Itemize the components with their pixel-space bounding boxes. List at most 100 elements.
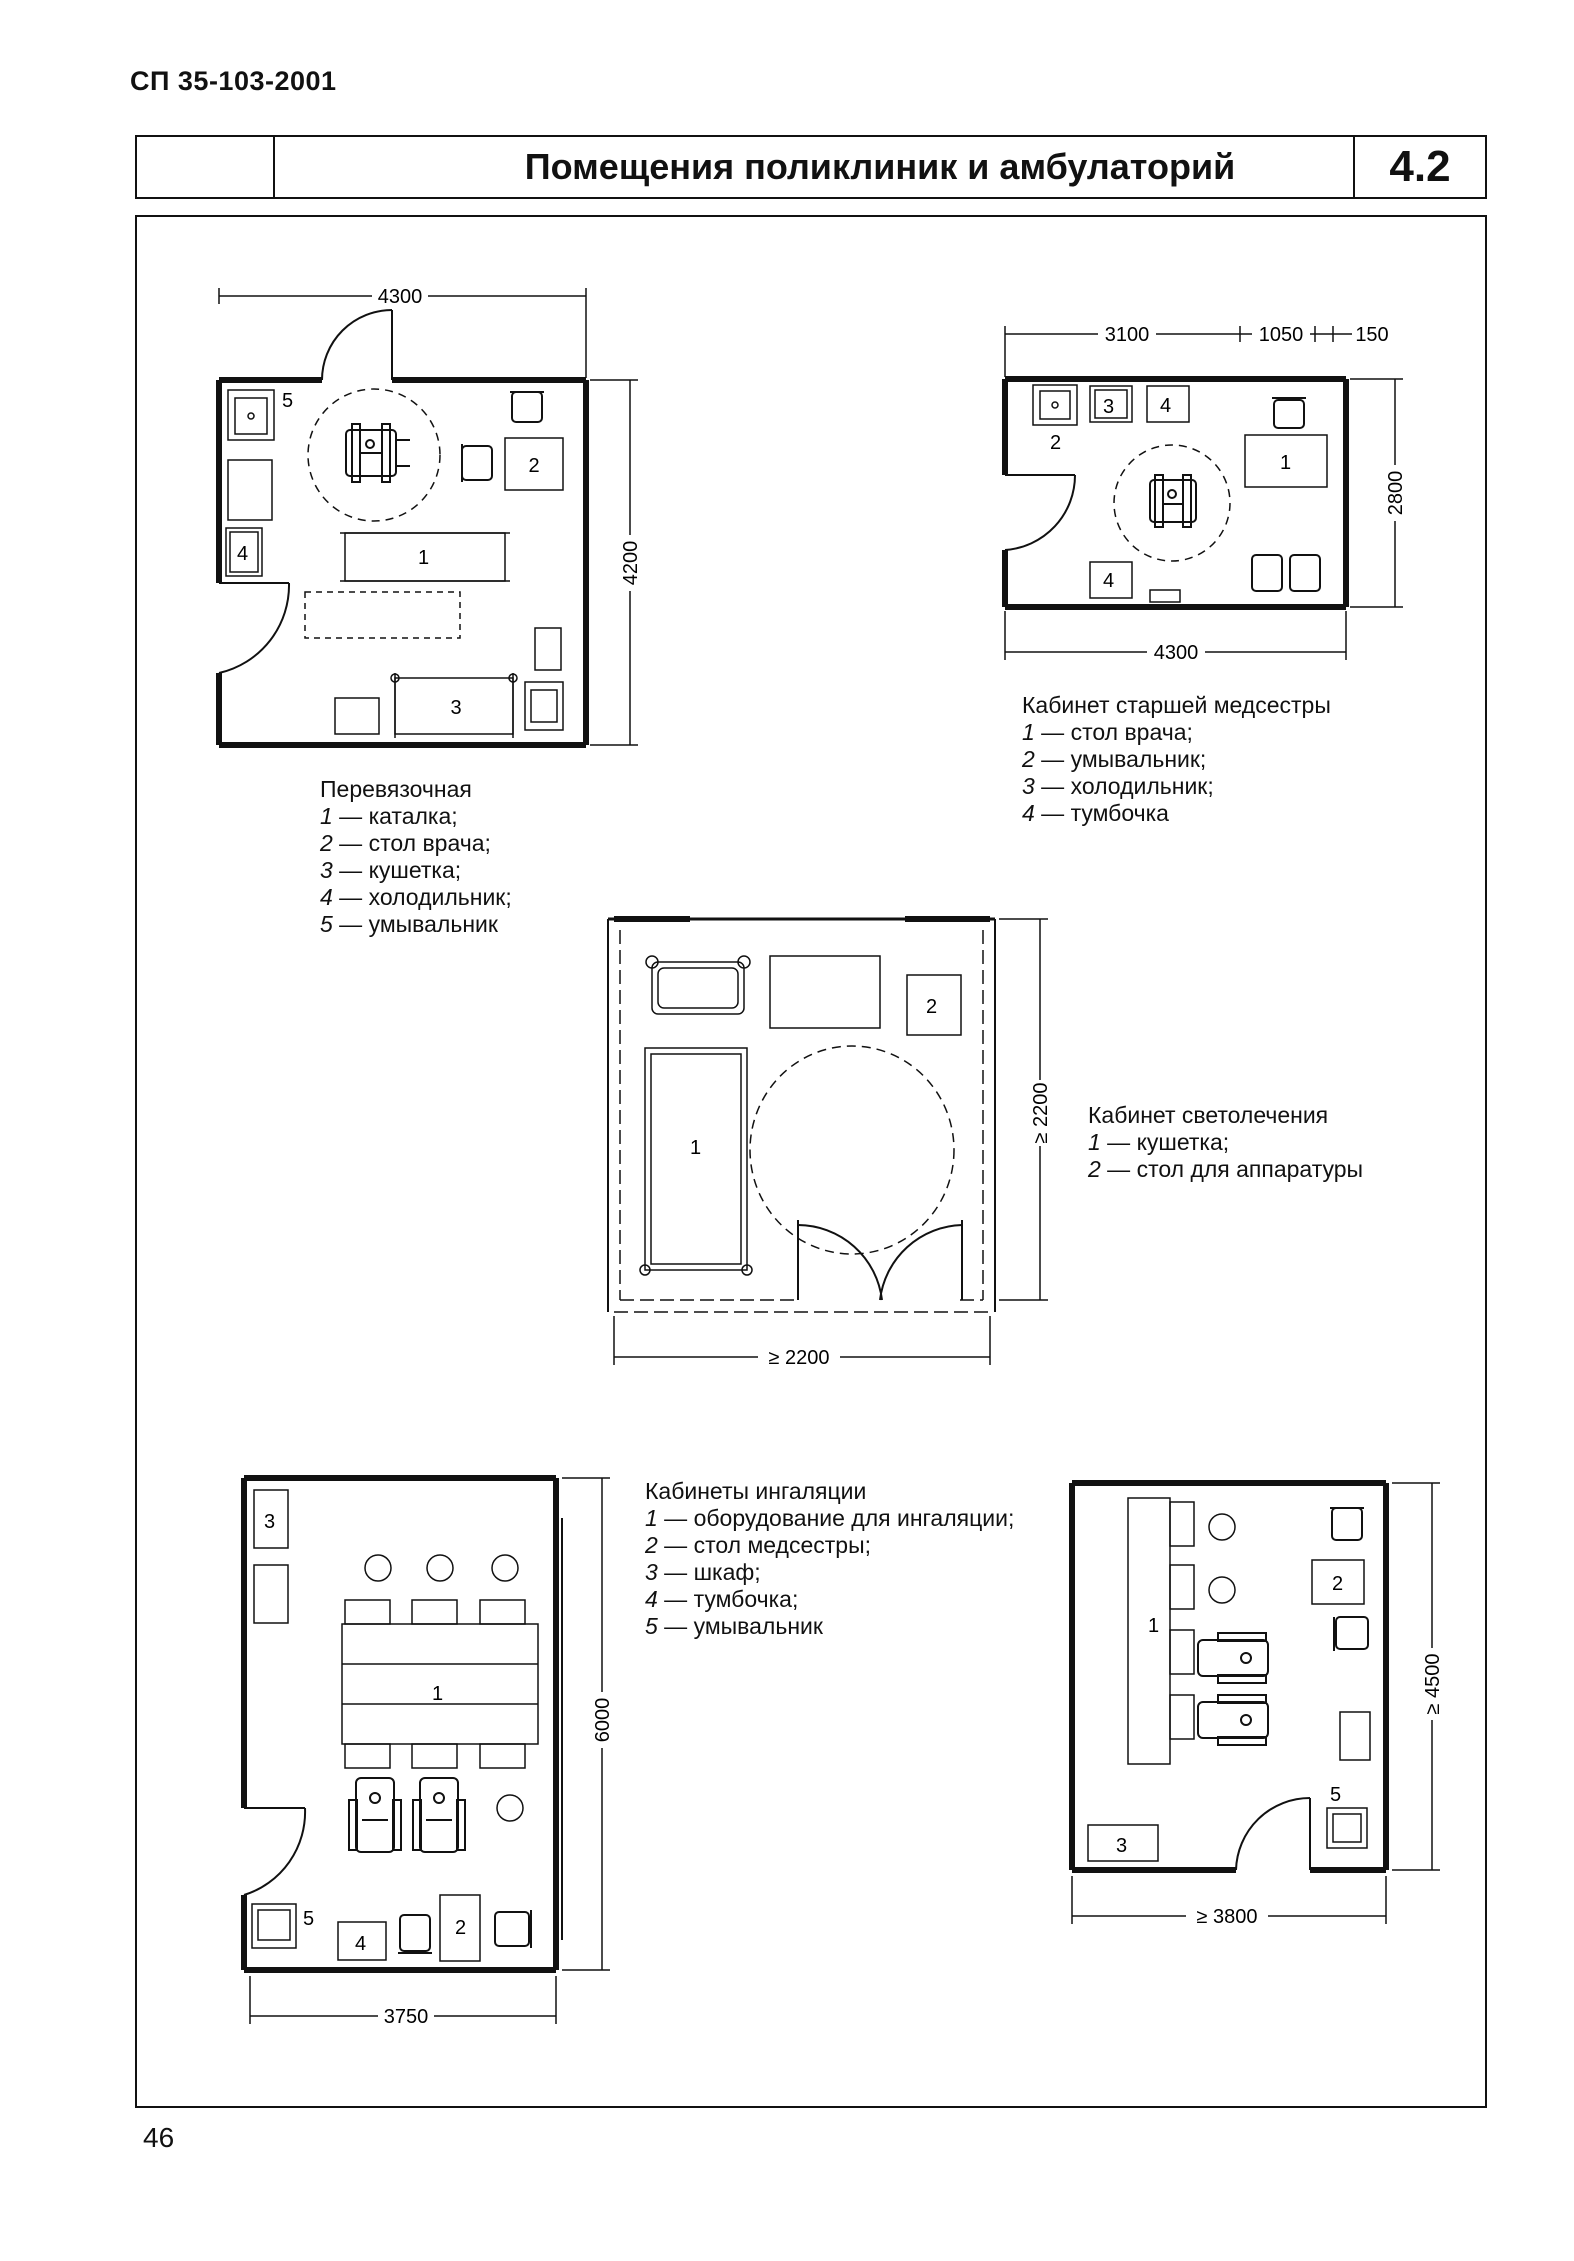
item-tag: 3: [1103, 396, 1114, 418]
dimension-width-segments: [1004, 322, 1392, 377]
dimension-label: ≥ 2200: [768, 1347, 829, 1369]
dimension-label: 4300: [378, 286, 423, 308]
legend-item: 3 — холодильник;: [1022, 773, 1214, 799]
legend-item: 4 — тумбочка;: [645, 1586, 799, 1612]
item-tag: 3: [450, 697, 461, 719]
washbasin: [251, 1903, 297, 1949]
radiator: [1149, 589, 1181, 603]
bedside-cabinet: [337, 1921, 387, 1961]
equipment-table: [769, 955, 881, 1029]
item-tag: 3: [1116, 1835, 1127, 1857]
drawing-frame: [135, 215, 1487, 2108]
couch: [390, 673, 518, 738]
fridge: [225, 527, 263, 577]
dimension-width: [1004, 611, 1347, 663]
chair: [1330, 1507, 1364, 1541]
cabinet: [227, 459, 273, 521]
walls: [241, 1475, 559, 1973]
item-tag: 4: [237, 543, 248, 565]
walls: [1069, 1480, 1389, 1873]
legend-item: 1 — стол врача;: [1022, 719, 1193, 745]
cabinet: [253, 1564, 289, 1624]
legend-item: 1 — оборудование для ингаляции;: [645, 1505, 1015, 1531]
legend-item: 4 — холодильник;: [320, 884, 512, 910]
wheelchair-turning-zone: [307, 388, 441, 522]
legend-item: 2 — стол медсестры;: [645, 1532, 872, 1558]
dimension-label: 2800: [1385, 471, 1407, 516]
item-tag: 4: [355, 1933, 366, 1955]
dimension-label: ≥ 3800: [1196, 1906, 1257, 1928]
legend-inhalation: Кабинеты ингаляции 1 — оборудование для …: [645, 1478, 1014, 1640]
legend-item: 5 — умывальник: [645, 1613, 823, 1639]
washbasin: [524, 681, 564, 731]
document-code: СП 35-103-2001: [130, 66, 337, 96]
double-door: [797, 1220, 963, 1301]
legend-item: 3 — кушетка;: [320, 857, 462, 883]
legend-item: 3 — шкаф;: [645, 1559, 761, 1585]
legend-dressing-room: Перевязочная 1 — каталка; 2 — стол врача…: [320, 776, 512, 938]
door: [218, 582, 291, 674]
item-tag: 3: [264, 1511, 275, 1533]
dimension-label: 6000: [592, 1698, 614, 1743]
chair: [1251, 554, 1321, 592]
item-tag: 4: [1160, 395, 1171, 417]
wheelchair-icon: [348, 1777, 402, 1853]
legend-title: Кабинет старшей медсестры: [1022, 692, 1331, 718]
page-number: 46: [143, 2122, 175, 2153]
trolley: [340, 532, 510, 582]
equipment-table: [906, 974, 962, 1036]
washbasin: [227, 389, 275, 441]
item-tag: 5: [303, 1908, 314, 1930]
inhalation-equipment: [1127, 1497, 1195, 1765]
chair: [1333, 1616, 1369, 1651]
legend-phototherapy: Кабинет светолечения 1 — кушетка; 2 — ст…: [1088, 1102, 1363, 1183]
stools: [364, 1554, 524, 1822]
item-tag: 2: [1332, 1573, 1343, 1595]
plan-inhalation-small: 1 2 5: [1069, 1480, 1444, 1928]
dimension-label: 4200: [620, 541, 642, 586]
wheelchair-icon: [1197, 1632, 1269, 1684]
wheelchair-icon: [412, 1777, 466, 1853]
wheelchair-icon: [345, 423, 410, 483]
dimension-width: [613, 1316, 991, 1368]
nurse-desk: [1311, 1559, 1365, 1605]
dimension-label: 4300: [1154, 642, 1199, 664]
dimension-label: ≥ 4500: [1422, 1653, 1444, 1714]
chair: [461, 444, 493, 482]
section-title: Помещения поликлиник и амбулаторий: [524, 146, 1236, 187]
legend-item: 5 — умывальник: [320, 911, 498, 937]
dimension-label: 150: [1355, 324, 1388, 346]
dimension-width: [1071, 1876, 1387, 1927]
legend-item: 2 — стол врача;: [320, 830, 491, 856]
doctor-desk: [1244, 434, 1328, 488]
legend-item: 1 — кушетка;: [1088, 1129, 1230, 1155]
bedside-cabinet: [1089, 561, 1133, 599]
header-blank-cell: [137, 137, 275, 197]
couch-headrest: [645, 955, 751, 1015]
door: [1004, 474, 1077, 551]
dimension-width: [249, 1976, 557, 2027]
cabinet: [253, 1489, 289, 1549]
bedside-cabinet: [1146, 385, 1190, 423]
chair: [510, 391, 544, 423]
item-tag: 1: [418, 547, 429, 569]
wheelchair-icon: [1149, 474, 1197, 528]
door: [243, 1807, 307, 1896]
dimension-depth: [1350, 378, 1406, 608]
item-tag: 5: [282, 390, 293, 412]
item-tag: 1: [690, 1137, 701, 1159]
washbasin: [1032, 384, 1078, 426]
item-tag: 1: [432, 1683, 443, 1705]
wheelchair-icon: [1197, 1694, 1269, 1746]
legend-item: 4 — тумбочка: [1022, 800, 1169, 826]
item-tag: 2: [528, 455, 539, 477]
item-tag: 2: [1050, 432, 1061, 454]
chair: [398, 1914, 432, 1954]
dimension-depth: [999, 918, 1051, 1301]
dimension-label: 3750: [384, 2006, 429, 2028]
legend-head-nurse-office: Кабинет старшей медсестры 1 — стол врача…: [1022, 692, 1331, 827]
door: [321, 309, 393, 381]
item-tag: 1: [1148, 1615, 1159, 1637]
turning-zone: [749, 1045, 955, 1255]
stools: [1208, 1513, 1236, 1604]
